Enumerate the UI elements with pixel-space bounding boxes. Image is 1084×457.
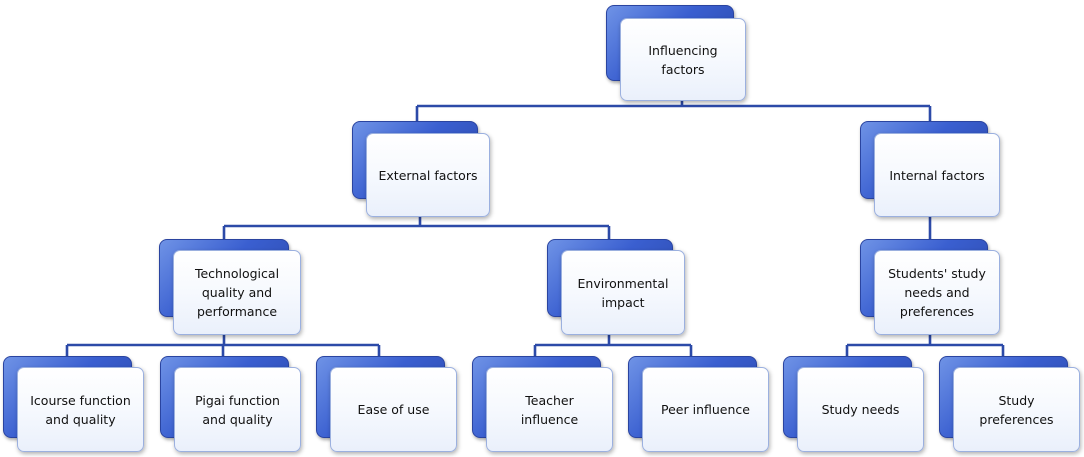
node-label: Study preferences bbox=[953, 367, 1080, 452]
node-internal-factors: Internal factors bbox=[860, 121, 1002, 217]
node-students-study-needs: Students' study needs and preferences bbox=[860, 239, 1003, 335]
node-label: Internal factors bbox=[874, 133, 1000, 217]
connector-environmental bbox=[533, 334, 693, 358]
node-label: Peer influence bbox=[642, 367, 769, 452]
node-label: Icourse function and quality bbox=[17, 367, 144, 452]
node-icourse-function: Icourse function and quality bbox=[3, 356, 146, 452]
node-label: External factors bbox=[366, 133, 490, 217]
node-label: Environmental impact bbox=[561, 250, 685, 335]
node-label: Technological quality and performance bbox=[173, 250, 301, 335]
node-technological-quality: Technological quality and performance bbox=[159, 239, 304, 335]
connector-students bbox=[845, 334, 1005, 358]
node-label: Pigai function and quality bbox=[174, 367, 301, 452]
node-peer-influence: Peer influence bbox=[628, 356, 771, 452]
node-root: Influencing factors bbox=[606, 5, 748, 101]
node-label: Influencing factors bbox=[620, 18, 746, 101]
node-study-needs: Study needs bbox=[783, 356, 926, 452]
node-label: Students' study needs and preferences bbox=[874, 250, 1000, 335]
node-environmental-impact: Environmental impact bbox=[547, 239, 687, 335]
node-study-preferences: Study preferences bbox=[939, 356, 1082, 452]
node-label: Teacher influence bbox=[486, 367, 613, 452]
connector-root bbox=[415, 96, 932, 122]
node-pigai-function: Pigai function and quality bbox=[160, 356, 303, 452]
node-label: Study needs bbox=[797, 367, 924, 452]
node-label: Ease of use bbox=[330, 367, 457, 452]
node-teacher-influence: Teacher influence bbox=[472, 356, 615, 452]
connector-technological bbox=[65, 334, 381, 358]
connector-external bbox=[222, 216, 611, 241]
node-external-factors: External factors bbox=[352, 121, 490, 217]
node-ease-of-use: Ease of use bbox=[316, 356, 459, 452]
